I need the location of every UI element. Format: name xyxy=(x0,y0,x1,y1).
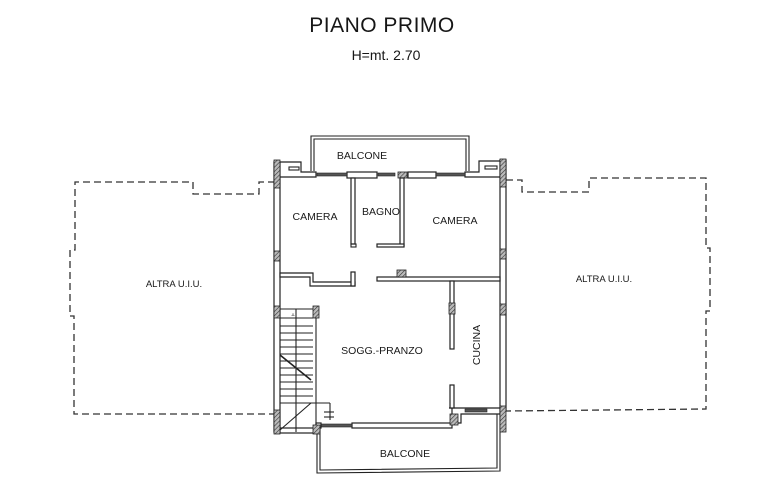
label-bagno: BAGNO xyxy=(362,206,400,218)
balcone-top xyxy=(310,135,470,171)
label-balcone-bottom: BALCONE xyxy=(380,448,430,460)
interior-walls xyxy=(279,177,507,409)
label-cucina: CUCINA xyxy=(471,325,483,365)
page-title: PIANO PRIMO xyxy=(309,14,455,37)
outer-walls xyxy=(273,158,507,435)
stair-arrow-icon: ▵ xyxy=(291,312,294,318)
label-balcone-top: BALCONE xyxy=(337,150,387,162)
ceiling-height-note: H=mt. 2.70 xyxy=(351,47,421,63)
label-altra-uiu-right: ALTRA U.I.U. xyxy=(576,274,632,285)
staircase: ▵ xyxy=(273,305,334,432)
label-camera-left: CAMERA xyxy=(293,211,338,223)
altra-uiu-left-outline xyxy=(69,181,275,415)
altra-uiu-right-outline xyxy=(505,177,711,412)
label-soggiorno-pranzo: SOGG.-PRANZO xyxy=(341,345,423,357)
label-altra-uiu-left: ALTRA U.I.U. xyxy=(146,279,202,290)
label-camera-right: CAMERA xyxy=(433,215,478,227)
balcone-bottom xyxy=(316,410,501,474)
